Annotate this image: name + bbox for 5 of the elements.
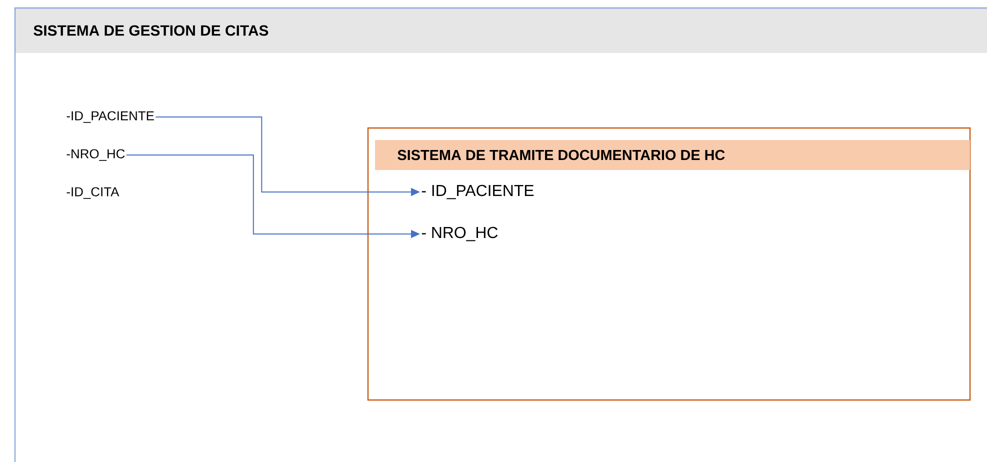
field-label: - NRO_HC	[422, 226, 498, 242]
field-label: -ID_PACIENTE	[66, 111, 154, 123]
field-label: -NRO_HC	[66, 149, 125, 161]
field-label: -ID_CITA	[66, 187, 120, 199]
field-label: - ID_PACIENTE	[422, 184, 534, 200]
